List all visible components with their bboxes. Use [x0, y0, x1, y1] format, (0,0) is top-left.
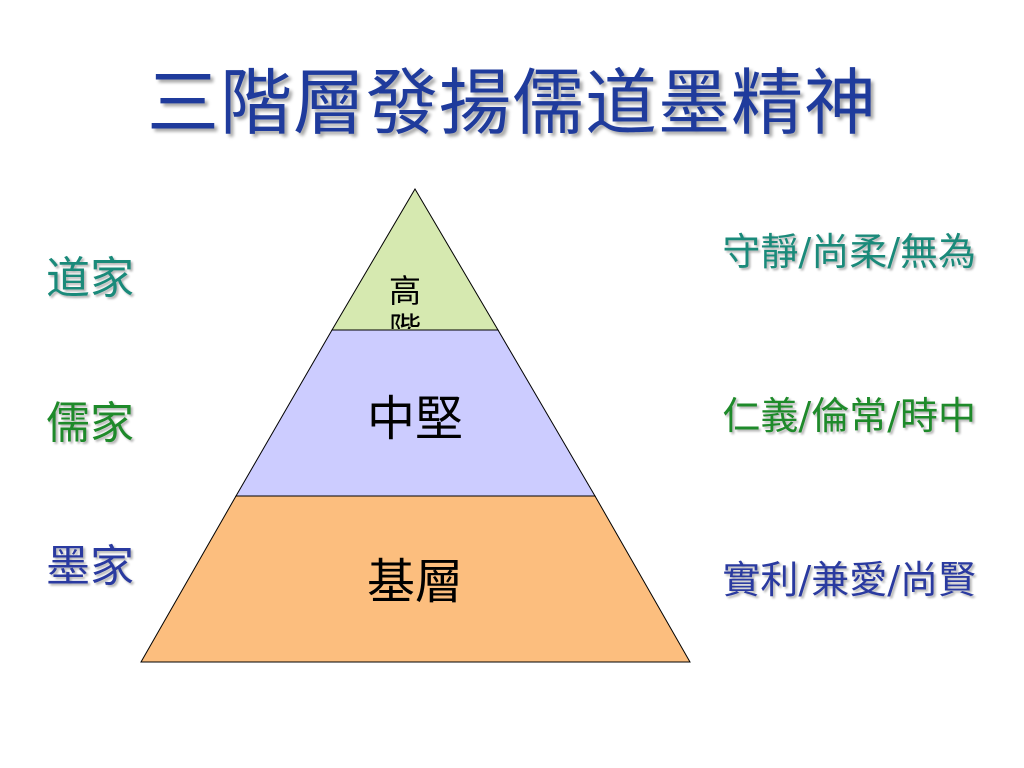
virtue-label-mohism: 實利/兼愛/尚賢	[722, 558, 976, 602]
tier-label-base: 基層	[366, 554, 463, 610]
pyramid-tier-base	[140, 495, 691, 663]
virtue-label-confucianism: 仁義/倫常/時中	[722, 394, 976, 438]
virtue-label-daoism: 守靜/尚柔/無為	[722, 230, 976, 274]
school-label-daoism: 道家	[46, 253, 134, 304]
school-label-confucianism: 儒家	[46, 398, 134, 449]
tier-label-middle: 中堅	[366, 391, 463, 447]
school-label-mohism: 墨家	[46, 541, 134, 592]
tier-label-top: 高階	[388, 272, 421, 329]
slide-title: 三階層發揚儒道墨精神	[146, 61, 877, 145]
